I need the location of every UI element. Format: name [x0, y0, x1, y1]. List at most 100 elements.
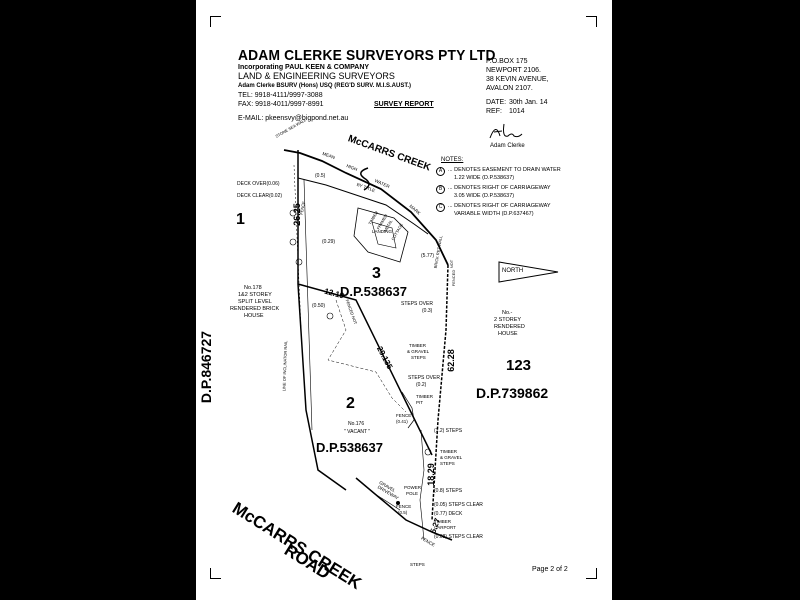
fence-041-2: (0.41): [396, 419, 408, 424]
house-right-line-4: HOUSE: [498, 331, 518, 337]
road-boundary-line: [355, 477, 453, 541]
lot-2-desc-2: " VACANT ": [344, 429, 371, 435]
north-label: NORTH: [502, 268, 524, 274]
timber-pit-1: TIMBER: [416, 394, 434, 399]
dim-18-29: 18.29: [425, 463, 436, 486]
report-title: SURVEY REPORT: [374, 101, 434, 108]
crop-mark-bottom-left: [210, 568, 221, 579]
note-b-symbol: B: [436, 185, 445, 194]
address-line-2: NEWPORT 2106.: [486, 67, 541, 74]
timber-gravel-2c: STEPS: [440, 461, 455, 466]
fence-05-2: (0.5): [398, 510, 408, 515]
deck-over-label: DECK OVER(0.06): [237, 181, 280, 187]
steps-over-2-label: STEPS OVER: [408, 375, 440, 381]
incorporating-line: Incorporating PAUL KEEN & COMPANY: [238, 64, 370, 71]
house-178-line-2: 1&2 STOREY: [238, 292, 272, 298]
value-0-5-label: (0.5): [315, 173, 326, 179]
lot-3-number: 3: [372, 265, 381, 282]
note-c-line2: VARIABLE WIDTH (D.P.637467): [454, 211, 534, 217]
ref-value: 1014: [509, 108, 525, 115]
date-value: 30th Jan. 14: [509, 99, 548, 106]
ref-label: REF:: [486, 108, 502, 115]
timber-gravel-2b: & GRAVEL: [440, 455, 463, 460]
house-right-line-1: No.-: [502, 310, 513, 316]
landing-label: LANDING: [372, 229, 393, 234]
cottage-outline: [353, 207, 409, 263]
lot-123-dp: D.P.739862: [476, 385, 549, 401]
note-a-symbol: A: [436, 167, 445, 176]
steps-bottom-label: STEPS: [410, 562, 425, 567]
steps-over-1-label: STEPS OVER: [401, 301, 433, 307]
note-a-line1: ... DENOTES EASEMENT TO DRAIN WATER: [448, 167, 561, 173]
note-c-line1: ... DENOTES RIGHT OF CARRIAGEWAY: [448, 203, 551, 209]
fence-041-1: FENCE: [396, 413, 412, 418]
dim-62-28: 62.28: [445, 349, 456, 372]
crop-mark-top-right: [586, 16, 597, 27]
signatory-name: Adam Clerke: [490, 143, 525, 149]
survey-plan-drawing: [283, 149, 559, 541]
power-pole-1: POWER: [404, 485, 422, 490]
steps-over-1-value: (0.3): [422, 308, 433, 314]
steps-0-8-label: (0.8) STEPS: [434, 488, 463, 494]
east-boundary-line: [431, 264, 449, 521]
dp-846727-label: D.P.846727: [198, 330, 215, 404]
title-boundary-line: [297, 177, 429, 235]
crop-mark-bottom-right: [586, 568, 597, 579]
power-pole-2: POLE: [406, 491, 419, 496]
mean-high-water-line: [283, 149, 449, 266]
timber-gravel-1a: TIMBER: [409, 343, 427, 348]
survey-page: ADAM CLERKE SURVEYORS PTY LTD Incorporat…: [196, 0, 612, 600]
credentials-line: Adam Clerke BSURV (Hons) USQ (REG'D SURV…: [238, 83, 412, 89]
steps-clear-1-label: (0.05) STEPS CLEAR: [434, 502, 483, 508]
north-arrow: [498, 261, 559, 283]
lot-2-desc-1: No.176: [348, 421, 365, 427]
not-label: NOT: [449, 259, 455, 269]
telephone: TEL: 9918-4111/9997-3088: [238, 92, 323, 99]
house-178-line-5: HOUSE: [244, 313, 264, 319]
house-right-line-3: RENDERED: [494, 324, 525, 330]
fax: FAX: 9918-4011/9997-8991: [238, 101, 324, 108]
fenced-label: FENCED: [451, 269, 457, 287]
fence-05-1: FENCE: [396, 504, 412, 509]
timber-pit-2: PIT: [416, 400, 424, 405]
value-5-77-label: (5.77): [421, 253, 435, 259]
internal-boundary-line: [297, 283, 433, 456]
house-178-line-3: SPLIT LEVEL: [238, 299, 272, 305]
note-c-symbol: C: [436, 203, 445, 212]
house-178-line-4: RENDERED BRICK: [230, 306, 280, 312]
company-name: ADAM CLERKE SURVEYORS PTY LTD: [238, 47, 496, 64]
lot-1-number: 1: [236, 211, 245, 228]
value-0-50-label: (0.50): [312, 303, 326, 309]
steps-over-2-value: (0.2): [416, 382, 427, 388]
value-0-29-label: (0.29): [322, 239, 336, 245]
lot-2-dp: D.P.538637: [316, 440, 383, 455]
crop-mark-top-left: [210, 16, 221, 27]
timber-gravel-1c: STEPS: [411, 355, 426, 360]
deck-0-77-label: (0.77) DECK: [434, 511, 463, 517]
steps-1-2-label: (1.2) STEPS: [434, 428, 463, 434]
timber-carport-2: CARPORT: [434, 525, 456, 530]
lot-2-number: 2: [346, 395, 355, 412]
timber-gravel-1b: & GRAVEL: [407, 349, 430, 354]
lot-3-dp: D.P.538637: [340, 284, 407, 299]
profession-line: LAND & ENGINEERING SURVEYORS: [238, 71, 395, 81]
note-b-line2: 3.05 WIDE (D.P.538637): [454, 193, 515, 199]
address-line-1: P.O.BOX 175: [486, 58, 528, 65]
timber-carport-1: TIMBER: [434, 519, 452, 524]
email: E-MAIL: pkeensvy@bigpond.net.au: [238, 115, 349, 122]
address-line-4: AVALON 2107.: [486, 85, 533, 92]
timber-gravel-2a: TIMBER: [440, 449, 458, 454]
deck-clear-label: DECK CLEAR(0.02): [237, 193, 283, 199]
house-178-line-1: No.178: [244, 285, 262, 291]
address-line-3: 38 KEVIN AVENUE,: [486, 76, 549, 83]
note-a-line2: 1.22 WIDE (D.P.538637): [454, 175, 515, 181]
notes-title: NOTES:: [441, 157, 464, 163]
lot-123-number: 123: [506, 357, 532, 374]
signature-scribble: [489, 123, 523, 139]
note-b-line1: ... DENOTES RIGHT OF CARRIAGEWAY: [448, 185, 551, 191]
west-boundary-line: [297, 150, 347, 491]
page-number: Page 2 of 2: [532, 566, 568, 573]
house-right-line-2: 2 STOREY: [494, 317, 522, 323]
steps-clear-2-label: (0.08) STEPS CLEAR: [434, 534, 483, 540]
date-label: DATE:: [486, 99, 507, 106]
